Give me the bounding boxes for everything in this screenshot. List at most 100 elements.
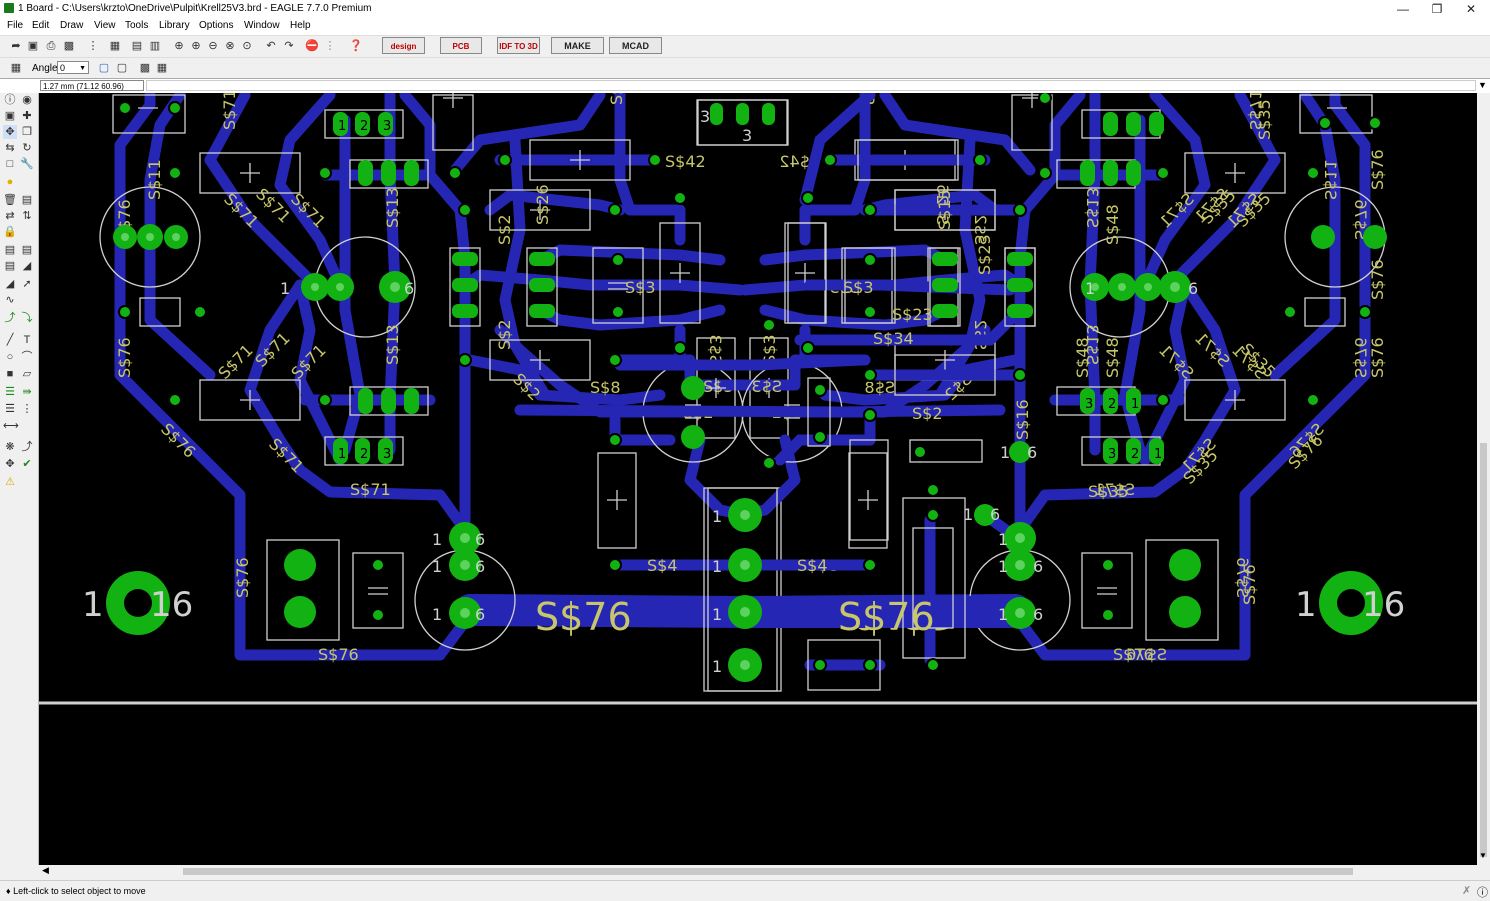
menu-library[interactable]: Library bbox=[159, 20, 190, 31]
help-icon[interactable]: ❓ bbox=[349, 40, 363, 52]
stop-icon[interactable]: ⛔ bbox=[305, 40, 319, 52]
polygon-icon[interactable]: ▱ bbox=[22, 368, 32, 380]
route-icon[interactable]: ⤴ bbox=[4, 312, 16, 324]
move-icon[interactable]: ✥ bbox=[3, 125, 17, 139]
menu-view[interactable]: View bbox=[94, 20, 116, 31]
attribute-icon[interactable]: ⋮ bbox=[21, 403, 33, 415]
pinswap-icon[interactable]: ⇅ bbox=[22, 210, 32, 222]
minimize-button[interactable]: — bbox=[1397, 2, 1409, 16]
horizontal-scroll-thumb[interactable] bbox=[183, 868, 1353, 875]
menu-draw[interactable]: Draw bbox=[60, 20, 84, 31]
optimize-icon[interactable]: ➚ bbox=[22, 278, 32, 290]
svg-text:6: 6 bbox=[475, 605, 485, 624]
zoom-out-icon[interactable]: ⊖ bbox=[208, 40, 218, 52]
mark-icon[interactable]: ✚ bbox=[22, 110, 32, 122]
command-input[interactable] bbox=[146, 80, 1476, 91]
signal-icon[interactable]: ⇛ bbox=[22, 386, 32, 398]
cam-icon[interactable]: ▩ bbox=[63, 40, 75, 52]
ripup-icon[interactable]: ⤵ bbox=[21, 312, 33, 324]
undo-icon[interactable]: ↶ bbox=[266, 40, 276, 52]
text-icon[interactable]: T bbox=[23, 334, 31, 346]
board-icon[interactable]: ▤ bbox=[131, 40, 143, 52]
grid-icon[interactable]: ▦ bbox=[10, 62, 22, 74]
arc-icon[interactable]: ⌒ bbox=[21, 351, 33, 363]
replace-icon[interactable]: ⇄ bbox=[5, 210, 15, 222]
idf-to-3d-button[interactable]: IDF TO 3D bbox=[497, 37, 540, 54]
menu-file[interactable]: File bbox=[7, 20, 24, 31]
dimension-icon[interactable]: ⟷ bbox=[3, 420, 19, 432]
meander-icon[interactable]: ∿ bbox=[5, 294, 15, 306]
mirror-icon[interactable]: ⇆ bbox=[5, 142, 15, 154]
change-icon[interactable]: 🔧 bbox=[20, 158, 34, 170]
smash-icon[interactable]: ▤ bbox=[4, 244, 16, 256]
go-icon[interactable]: ⋮ bbox=[324, 40, 336, 52]
autorouter-icon[interactable]: ⤴ bbox=[21, 441, 33, 453]
drc-icon[interactable]: ✥ bbox=[5, 458, 15, 470]
split-icon[interactable]: ◢ bbox=[5, 278, 15, 290]
errors-icon[interactable]: ✔ bbox=[22, 458, 32, 470]
mcad-button[interactable]: MCAD bbox=[609, 37, 662, 54]
paste-icon[interactable]: ● bbox=[6, 176, 14, 188]
circle-icon[interactable]: ○ bbox=[6, 351, 14, 363]
layer-grid-icon[interactable]: ▦ bbox=[156, 62, 168, 74]
redo-icon[interactable]: ↷ bbox=[284, 40, 294, 52]
wire-icon[interactable]: ╱ bbox=[6, 334, 14, 346]
scroll-left-icon[interactable]: ◀ bbox=[42, 865, 49, 875]
open-icon[interactable]: ➦ bbox=[11, 40, 21, 52]
board-canvas[interactable]: S$76 S$76 S$11 S$76 S$71 S$71 S$71 S$71 … bbox=[39, 93, 1477, 865]
action-toolbar: ➦ ▣ ⎙ ▩ ⋮ ▦ ▤ ▥ ⊕ ⊕ ⊖ ⊗ ⊙ ↶ ↷ ⛔ ⋮ ❓ desi… bbox=[0, 35, 1490, 68]
zoom-select-icon[interactable]: ⊗ bbox=[225, 40, 235, 52]
menu-tools[interactable]: Tools bbox=[125, 20, 149, 31]
rotate-icon[interactable]: ↻ bbox=[22, 142, 32, 154]
vertical-scrollbar[interactable]: ▼ bbox=[1477, 93, 1490, 865]
script-icon[interactable]: ⋮ bbox=[87, 40, 99, 52]
show-icon[interactable]: ◉ bbox=[22, 94, 32, 106]
redraw-icon[interactable]: ⊙ bbox=[242, 40, 252, 52]
scroll-down-icon[interactable]: ▼ bbox=[1479, 851, 1487, 860]
vertical-scroll-thumb[interactable] bbox=[1480, 443, 1487, 857]
hole-icon[interactable]: ☰ bbox=[5, 403, 15, 415]
display-icon[interactable]: ▣ bbox=[4, 110, 16, 122]
horizontal-scrollbar[interactable]: ◀ bbox=[39, 865, 1477, 878]
lock-icon[interactable]: 🔒 bbox=[3, 226, 17, 238]
text-mirror-icon[interactable]: ▢ bbox=[116, 62, 128, 74]
zoom-in-icon[interactable]: ⊕ bbox=[191, 40, 201, 52]
layer-view-icon[interactable]: ▩ bbox=[139, 62, 151, 74]
text-normal-icon[interactable]: ▢ bbox=[98, 62, 110, 74]
pcb-quote-button[interactable]: PCB QUOTE bbox=[440, 37, 482, 68]
menu-edit[interactable]: Edit bbox=[32, 20, 50, 31]
restore-button[interactable]: ❐ bbox=[1431, 2, 1443, 16]
menu-options[interactable]: Options bbox=[199, 20, 234, 31]
copy-icon[interactable]: ❐ bbox=[22, 126, 32, 138]
delete-icon[interactable]: 🗑 bbox=[3, 194, 17, 206]
svg-text:1: 1 bbox=[1000, 443, 1010, 462]
group-icon[interactable]: □ bbox=[6, 158, 14, 170]
ulp-icon[interactable]: ▦ bbox=[109, 40, 121, 52]
rect-icon[interactable]: ■ bbox=[6, 368, 14, 380]
command-history-chevron-icon[interactable]: ▼ bbox=[1478, 80, 1487, 90]
warning-icon[interactable]: ⚠ bbox=[5, 476, 15, 488]
zoom-fit-icon[interactable]: ⊕ bbox=[174, 40, 184, 52]
angle-select[interactable]: 0 ▼ bbox=[57, 61, 89, 74]
miter-icon[interactable]: ◢ bbox=[22, 260, 32, 272]
add-icon[interactable]: ▤ bbox=[21, 194, 33, 206]
svg-text:1: 1 bbox=[998, 605, 1008, 624]
stop-command-icon[interactable]: ✗ bbox=[1462, 885, 1472, 897]
pcb-layout[interactable]: S$76 S$76 S$11 S$76 S$71 S$71 S$71 S$71 … bbox=[39, 93, 1477, 865]
via-icon[interactable]: ☰ bbox=[5, 386, 15, 398]
svg-text:1: 1 bbox=[432, 530, 442, 549]
ratsnest-icon[interactable]: ❋ bbox=[5, 441, 15, 453]
svg-text:2: 2 bbox=[360, 447, 368, 462]
info-status-icon[interactable]: ⓘ bbox=[1477, 887, 1488, 899]
menu-window[interactable]: Window bbox=[244, 20, 280, 31]
save-icon[interactable]: ▣ bbox=[27, 40, 39, 52]
make-button[interactable]: MAKE bbox=[551, 37, 604, 54]
value-icon[interactable]: ▤ bbox=[21, 244, 33, 256]
name-icon[interactable]: ▤ bbox=[4, 260, 16, 272]
info-icon[interactable]: ⓘ bbox=[4, 94, 16, 106]
close-button[interactable]: ✕ bbox=[1465, 2, 1477, 16]
menu-help[interactable]: Help bbox=[290, 20, 311, 31]
print-icon[interactable]: ⎙ bbox=[46, 40, 56, 52]
design-link-button[interactable]: design link bbox=[382, 37, 425, 68]
schematic-icon[interactable]: ▥ bbox=[149, 40, 161, 52]
